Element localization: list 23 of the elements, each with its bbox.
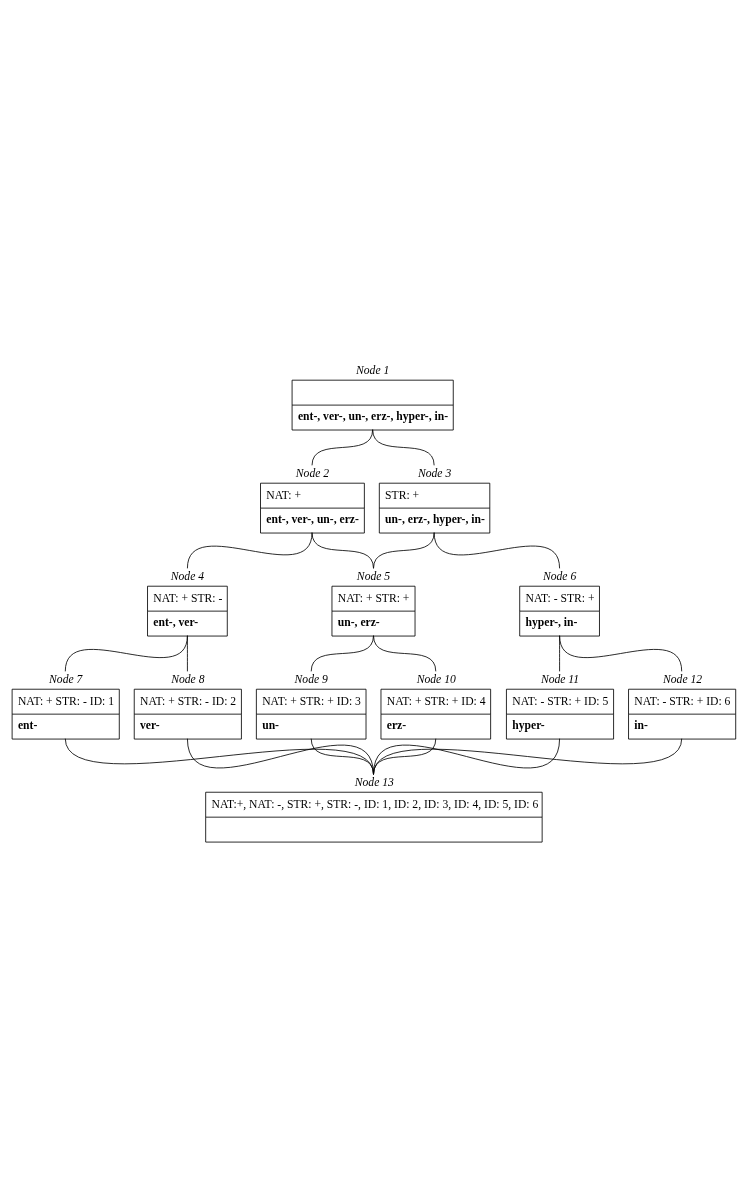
node-label: Node 11 (540, 672, 580, 686)
node-label: Node 1 (356, 363, 390, 377)
node-label: Node 4 (170, 569, 205, 583)
node-label: Node 5 (356, 569, 391, 583)
node-label: Node 9 (294, 672, 328, 686)
connector (373, 634, 437, 672)
node-label: Node 3 (417, 466, 452, 480)
node-label: Node 6 (542, 569, 577, 583)
connector (373, 737, 683, 775)
node-label: Node 13 (354, 775, 394, 789)
connector (64, 634, 188, 672)
connector (187, 531, 313, 569)
connector (373, 531, 435, 569)
connector (311, 531, 374, 569)
connector (187, 634, 188, 672)
connector (372, 428, 435, 466)
connector (433, 531, 560, 569)
node-label: Node 7 (49, 672, 83, 686)
node-label: Node 12 (663, 672, 703, 686)
connector (559, 634, 683, 672)
node-label: Node 2 (295, 466, 330, 480)
node-label: Node 8 (171, 672, 205, 686)
node-label: Node 10 (416, 672, 456, 686)
